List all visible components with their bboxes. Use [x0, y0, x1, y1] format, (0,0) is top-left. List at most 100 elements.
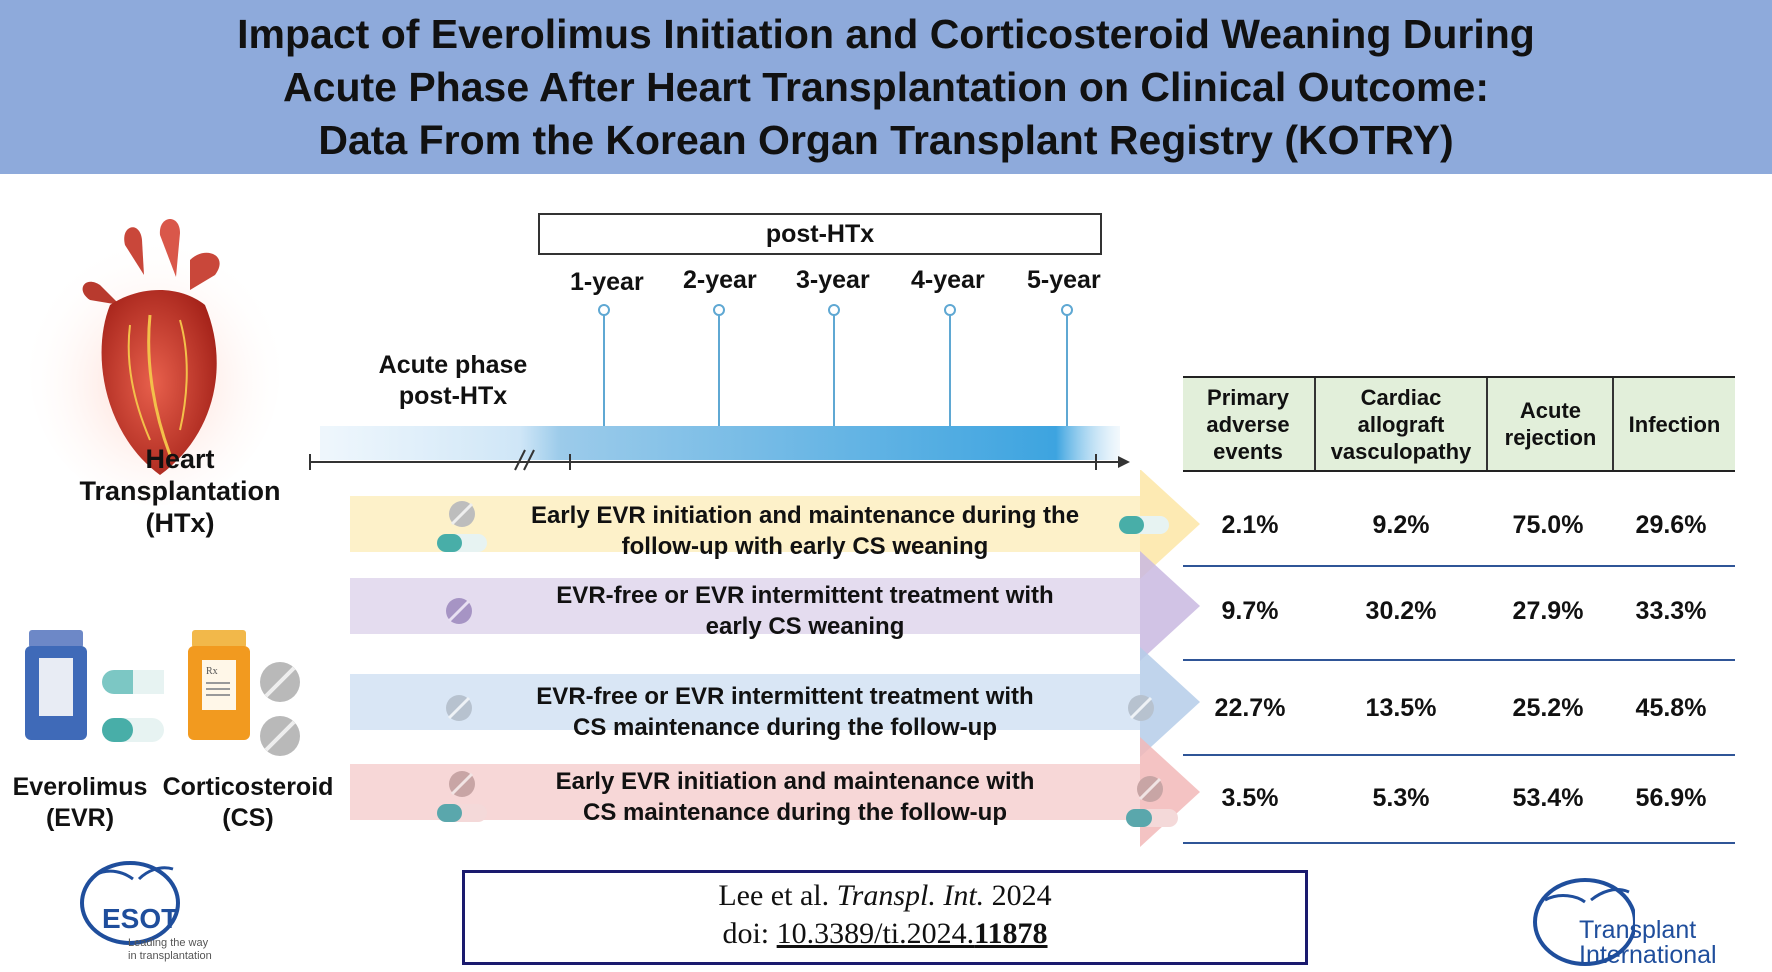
citation-authors: Lee et al.: [718, 879, 837, 912]
row2-label-line-1: EVR-free or EVR intermittent treatment w…: [556, 582, 1054, 609]
year-1-label: 1-year: [570, 268, 644, 296]
row4-cav-value: 5.3%: [1372, 784, 1430, 812]
acute-phase-line-1: Acute phase: [378, 351, 528, 379]
htx-label: Heart Transplantation (HTx): [40, 443, 320, 539]
cs-label-line-1: Corticosteroid: [162, 773, 334, 801]
treatment-arrow-body: [350, 674, 1140, 730]
header-3-line-2: rejection: [1504, 425, 1597, 450]
title-banner: Impact of Everolimus Initiation and Cort…: [0, 0, 1772, 174]
treatment-arrow-head: [1140, 551, 1200, 661]
treatment-arrow-head: [1140, 469, 1200, 579]
esot-logo: ESOT Leading the way in transplantation: [70, 855, 240, 967]
row-rule: [1183, 659, 1735, 661]
timeline-graphic: [300, 298, 1130, 478]
doi-prefix: doi:: [722, 917, 777, 950]
htx-label-line-1: Heart: [145, 444, 215, 474]
header-1-line-2: adverse: [1206, 411, 1290, 437]
esot-tagline: Leading the way in transplantation: [128, 937, 212, 963]
doi-link[interactable]: 10.3389/ti.2024.11878: [777, 917, 1048, 950]
row1-label-line-2: follow-up with early CS weaning: [621, 533, 989, 560]
header-1-line-1: Primary: [1207, 384, 1289, 410]
row1-primary-value: 2.1%: [1221, 511, 1279, 539]
table-top-rule: [1183, 376, 1735, 378]
row1-treatment-label: Early EVR initiation and maintenance dur…: [490, 500, 1120, 562]
row3-treatment-label: EVR-free or EVR intermittent treatment w…: [470, 681, 1100, 743]
row-rule: [1183, 754, 1735, 756]
row1-infection-value: 29.6%: [1635, 511, 1707, 539]
evr-label: Everolimus (EVR): [5, 772, 155, 834]
evr-label-line-2: (EVR): [45, 804, 115, 832]
heart-illustration: [30, 205, 280, 505]
doi-line: doi: 10.3389/ti.2024.11878: [465, 917, 1305, 951]
post-htx-label: post-HTx: [765, 219, 875, 248]
header-2-line-3: vasculopathy: [1330, 438, 1472, 464]
row4-treatment-label: Early EVR initiation and maintenance wit…: [480, 766, 1110, 828]
row-rule: [1183, 565, 1735, 567]
year-4-label: 4-year: [911, 266, 985, 294]
row1-label-line-1: Early EVR initiation and maintenance dur…: [530, 502, 1080, 529]
row4-infection-value: 56.9%: [1635, 784, 1707, 812]
doi-id: 11878: [974, 917, 1048, 950]
treatment-arrow-head: [1140, 647, 1200, 757]
year-2-label: 2-year: [683, 266, 757, 294]
cs-tablet-icon: [258, 660, 304, 760]
header-3-line-1: Acute: [1519, 398, 1582, 423]
header-2-line-1: Cardiac: [1360, 384, 1442, 410]
header-2-line-2: allograft: [1357, 411, 1445, 437]
rx-symbol: Rx: [206, 666, 218, 677]
row1-pill-icon: [434, 500, 494, 556]
ti-name-line-1: Transplant: [1579, 916, 1697, 944]
title-line-1: Impact of Everolimus Initiation and Cort…: [237, 10, 1535, 57]
header-infection: Infection: [1614, 378, 1735, 470]
row4-label-line-2: CS maintenance during the follow-up: [582, 799, 1007, 826]
evr-label-line-1: Everolimus: [12, 773, 148, 801]
row3-label-line-2: CS maintenance during the follow-up: [572, 714, 997, 741]
esot-name: ESOT: [102, 903, 179, 934]
row2-treatment-label: EVR-free or EVR intermittent treatment w…: [490, 580, 1120, 642]
row3-tablet-icon: [444, 693, 474, 723]
header-1-line-3: events: [1213, 438, 1283, 464]
title-line-2: Acute Phase After Heart Transplantation …: [283, 63, 1489, 110]
header-divider: [1612, 378, 1614, 470]
cs-label-line-2: (CS): [222, 804, 274, 832]
year-5-label: 5-year: [1027, 266, 1101, 294]
cs-label: Corticosteroid (CS): [158, 772, 338, 834]
row-rule: [1183, 842, 1735, 844]
esot-tagline-line-1: Leading the way: [128, 937, 209, 949]
row1-capsule-end-icon: [1117, 513, 1171, 537]
row3-rejection-value: 25.2%: [1512, 694, 1584, 722]
year-tick-markers: [598, 304, 1073, 426]
transplant-international-logo: Transplant International: [1525, 870, 1765, 968]
htx-label-line-3: (HTx): [145, 508, 215, 538]
row3-label-line-1: EVR-free or EVR intermittent treatment w…: [536, 683, 1034, 710]
header-divider: [1486, 378, 1488, 470]
year-3-label: 3-year: [796, 266, 870, 294]
row3-cav-value: 13.5%: [1365, 694, 1437, 722]
row4-pill-end-icon: [1124, 775, 1184, 831]
row1-rejection-value: 75.0%: [1512, 511, 1584, 539]
acute-phase-line-2: post-HTx: [398, 382, 508, 410]
row3-primary-value: 22.7%: [1214, 694, 1286, 722]
row2-rejection-value: 27.9%: [1512, 597, 1584, 625]
row2-tablet-icon: [444, 596, 474, 626]
row3-infection-value: 45.8%: [1635, 694, 1707, 722]
header-4-line-1: Infection: [1628, 411, 1721, 437]
row2-primary-value: 9.7%: [1221, 597, 1279, 625]
row4-pill-icon: [434, 770, 494, 826]
treatment-arrow-body: [350, 578, 1140, 634]
row3-tablet-end-icon: [1126, 693, 1156, 723]
doi-link-text: 10.3389/ti.2024.: [776, 917, 975, 950]
htx-label-line-2: Transplantation: [79, 476, 281, 506]
title-line-3: Data From the Korean Organ Transplant Re…: [318, 116, 1454, 163]
table-header-rule: [1183, 470, 1735, 472]
evr-capsule-icon: [100, 668, 170, 768]
esot-tagline-line-2: in transplantation: [128, 950, 212, 962]
cs-bottle-icon: Rx: [188, 630, 250, 740]
row4-primary-value: 3.5%: [1221, 784, 1279, 812]
row2-cav-value: 30.2%: [1365, 597, 1437, 625]
ti-name-line-2: International: [1579, 941, 1717, 969]
